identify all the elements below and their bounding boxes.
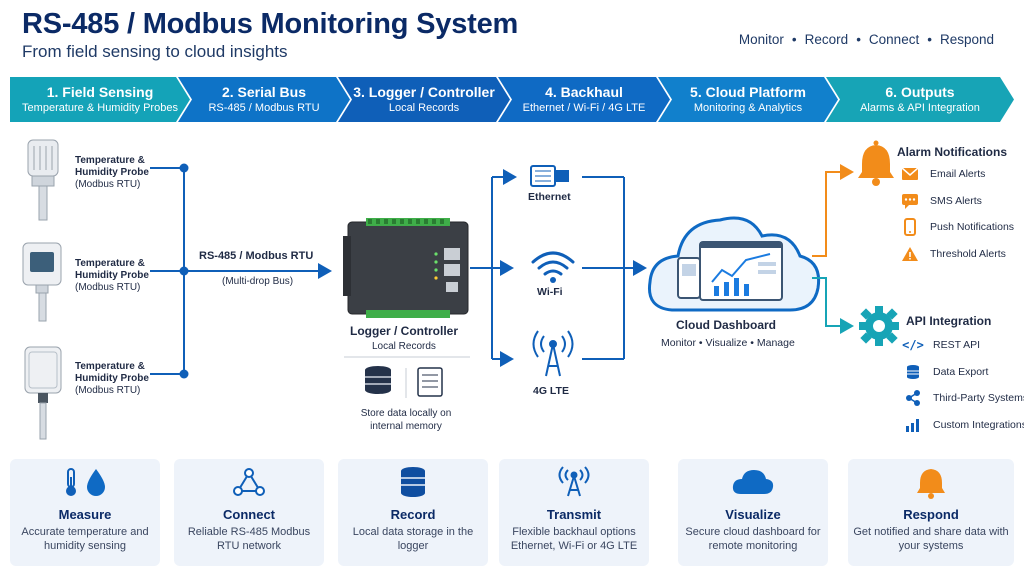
phone-icon	[900, 217, 920, 237]
bus-note: (Multi-drop Bus)	[222, 276, 294, 287]
thermometer-icon	[66, 468, 76, 496]
card-connect: Connect Reliable RS-485 Modbus RTU netwo…	[174, 459, 324, 566]
card-visualize: Visualize Secure cloud dashboard for rem…	[678, 459, 828, 566]
database-small-icon	[903, 362, 923, 382]
wifi-icon	[531, 251, 575, 276]
lte-label: 4G LTE	[533, 385, 569, 397]
stage-1-title: 1. Field Sensing	[46, 84, 154, 100]
cloud-sub: Monitor • Visualize • Manage	[661, 337, 795, 349]
backhaul-lines	[470, 169, 647, 367]
stage-4-sub: Ethernet / Wi-Fi / 4G LTE	[522, 102, 646, 114]
cloud-title: Cloud Dashboard	[676, 318, 777, 332]
stage-1: 1. Field Sensing Temperature & Humidity …	[10, 77, 190, 122]
code-icon: </>	[902, 338, 924, 353]
tagline-connect: Connect	[868, 32, 920, 47]
api-item-custom: Custom Integrations	[903, 412, 1024, 439]
gear-icon	[859, 306, 899, 346]
logger-title: Logger / Controller	[350, 324, 458, 338]
ethernet-label: Ethernet	[528, 191, 571, 203]
tagline-respond: Respond	[939, 32, 994, 47]
rs485-bus-lines	[150, 167, 332, 375]
warning-icon	[900, 244, 920, 264]
api-item-rest: </> REST API	[902, 332, 1024, 359]
stage-5-sub: Monitoring & Analytics	[693, 102, 803, 114]
api-item-third-party: Third-Party Systems	[903, 385, 1024, 412]
database-icon	[365, 366, 391, 394]
sms-icon	[900, 191, 920, 211]
droplet-icon	[87, 469, 105, 496]
records-list-icon	[417, 367, 443, 397]
bus-label: RS-485 / Modbus RTU	[199, 250, 314, 262]
cloud-icon	[647, 216, 821, 312]
stage-6-sub: Alarms & API Integration	[860, 102, 980, 114]
stage-2: 2. Serial Bus RS-485 / Modbus RTU	[178, 77, 350, 122]
storage-note: Store data locally on internal memory	[360, 408, 452, 432]
stage-5-title: 5. Cloud Platform	[690, 84, 806, 100]
logger-device-icon	[343, 218, 469, 318]
alarms-title: Alarm Notifications	[897, 145, 1008, 159]
stage-5: 5. Cloud Platform Monitoring & Analytics	[658, 77, 838, 122]
stage-3: 3. Logger / Controller Local Records	[338, 77, 510, 122]
probe-2-label: Temperature & Humidity Probe (Modbus RTU…	[75, 258, 149, 293]
stage-3-sub: Local Records	[388, 102, 460, 114]
tagline-record: Record	[804, 32, 849, 47]
antenna-card-icon	[558, 466, 590, 497]
email-icon	[900, 164, 920, 184]
bar-chart-icon	[903, 415, 923, 435]
wifi-label: Wi-Fi	[537, 286, 563, 298]
bell-card-icon	[917, 469, 945, 499]
stage-banner: 1. Field Sensing Temperature & Humidity …	[10, 77, 1014, 122]
page-subtitle: From field sensing to cloud insights	[22, 42, 288, 61]
cloud-card-icon	[732, 470, 774, 494]
alarm-item-threshold: Threshold Alerts	[900, 241, 1014, 268]
probe-3-label: Temperature & Humidity Probe (Modbus RTU…	[75, 361, 149, 396]
ethernet-icon	[530, 165, 569, 187]
stage-4: 4. Backhaul Ethernet / Wi-Fi / 4G LTE	[498, 77, 670, 122]
api-list: </> REST API Data Export Third-Party Sys…	[902, 332, 1024, 439]
bell-icon	[858, 140, 894, 186]
api-title: API Integration	[906, 314, 992, 328]
lte-antenna-icon	[532, 330, 574, 377]
database-card-icon	[401, 467, 425, 497]
stage-6-title: 6. Outputs	[885, 84, 955, 100]
logger-sub: Local Records	[372, 341, 436, 352]
api-item-export: Data Export	[903, 359, 1024, 386]
page-title: RS-485 / Modbus Monitoring System	[22, 8, 519, 40]
share-icon	[903, 388, 923, 408]
alarm-item-email: Email Alerts	[900, 161, 1014, 188]
stage-2-title: 2. Serial Bus	[221, 84, 307, 100]
alarms-list: Email Alerts SMS Alerts Push Notificatio…	[900, 161, 1014, 267]
network-icon	[233, 468, 265, 496]
stage-3-title: 3. Logger / Controller	[353, 84, 495, 100]
alarm-item-push: Push Notifications	[900, 214, 1014, 241]
card-record: Record Local data storage in the logger	[338, 459, 488, 566]
stage-1-sub: Temperature & Humidity Probes	[22, 102, 178, 114]
probe-3-icon	[24, 346, 62, 440]
stage-6: 6. Outputs Alarms & API Integration	[826, 77, 1014, 122]
card-respond: Respond Get notified and share data with…	[848, 459, 1014, 566]
tagline: Monitor• Record• Connect• Respond	[738, 32, 994, 47]
alarm-item-sms: SMS Alerts	[900, 188, 1014, 215]
card-transmit: Transmit Flexible backhaul options Ether…	[499, 459, 649, 566]
stage-2-sub: RS-485 / Modbus RTU	[208, 102, 320, 114]
probe-1-icon	[27, 139, 59, 221]
card-measure: Measure Accurate temperature and humidit…	[10, 459, 160, 566]
probe-2-icon	[22, 242, 62, 322]
tagline-monitor: Monitor	[738, 32, 784, 47]
stage-4-title: 4. Backhaul	[545, 84, 623, 100]
probe-1-label: Temperature & Humidity Probe (Modbus RTU…	[75, 155, 149, 190]
